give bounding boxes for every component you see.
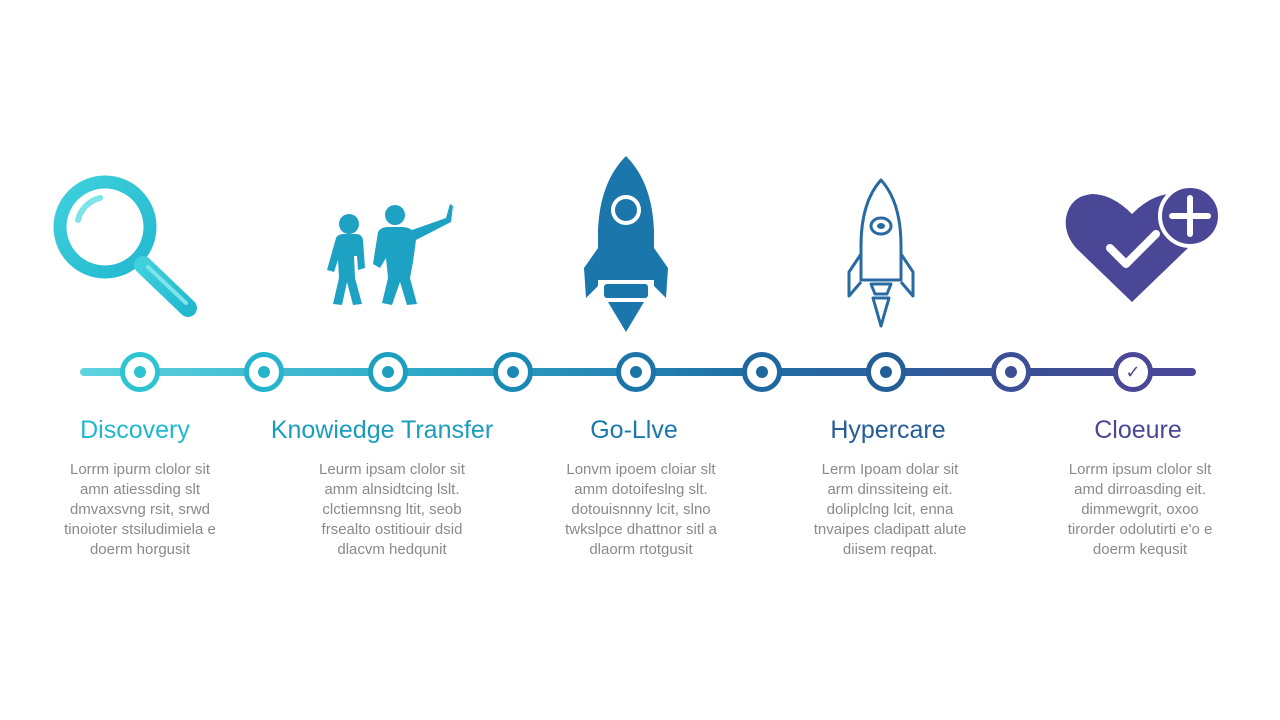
checkmark-icon: ✓ [1125,362,1141,382]
timeline-node [244,352,284,392]
timeline-node [742,352,782,392]
timeline-node [368,352,408,392]
timeline-node [991,352,1031,392]
timeline-node [616,352,656,392]
timeline-node [866,352,906,392]
timeline-node [493,352,533,392]
stage-title-closure: Cloeure [1094,416,1182,444]
magnifying-glass-icon [53,175,197,317]
stage-title-discovery: Discovery [80,416,190,444]
timeline-node [120,352,160,392]
rocket-icon [584,156,668,332]
people-pointing-icon [327,204,453,305]
rocket-outline-icon [847,178,915,328]
timeline-node-complete: ✓ [1113,352,1153,392]
stage-title-hypercare: Hypercare [830,416,946,444]
stage-title-go-live: Go-Llve [590,416,678,444]
heart-check-plus-icon [1065,184,1222,302]
stage-title-knowledge-transfer: Knowiedge Transfer [270,416,494,444]
